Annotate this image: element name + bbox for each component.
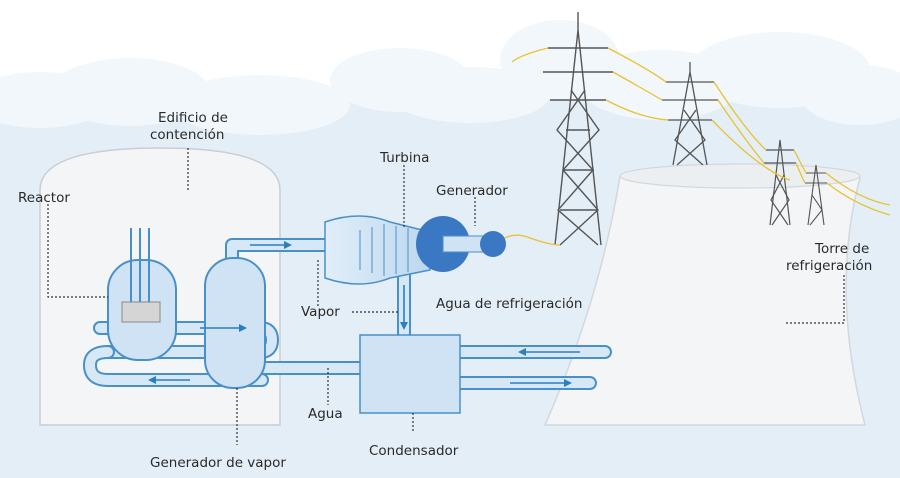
transmission-tower-icon [543, 12, 613, 246]
clouds [0, 20, 900, 135]
transmission-tower-icon [662, 62, 718, 166]
condenser [359, 334, 461, 414]
label-condenser: Condensador [369, 443, 459, 459]
label-steam: Vapor [301, 304, 340, 320]
flow-arrow-icon [148, 241, 580, 387]
label-containment-line2: contención [150, 127, 224, 143]
label-turbine: Turbina [379, 150, 429, 166]
power-lines [494, 47, 891, 246]
transmission-tower-icon [764, 139, 796, 226]
label-water: Agua [308, 406, 343, 422]
transmission-tower-icon [805, 164, 827, 226]
label-cooling-water: Agua de refrigeración [436, 296, 582, 312]
cooling-tower-rim [619, 163, 861, 189]
label-cooling-tower-line1: Torre de [814, 241, 869, 257]
turbine [324, 215, 431, 285]
label-reactor: Reactor [18, 190, 70, 206]
label-generator: Generador [436, 183, 508, 199]
generator-rotor [480, 231, 506, 257]
turbine-blades [359, 224, 409, 276]
label-steam-generator: Generador de vapor [150, 455, 286, 471]
label-cooling-tower-line2: refrigeración [786, 258, 872, 274]
leader-lines [47, 148, 845, 445]
steam-generator [204, 257, 266, 389]
reactor-core [121, 301, 161, 323]
control-rods [130, 228, 150, 302]
label-containment-line1: Edificio de [158, 110, 228, 126]
